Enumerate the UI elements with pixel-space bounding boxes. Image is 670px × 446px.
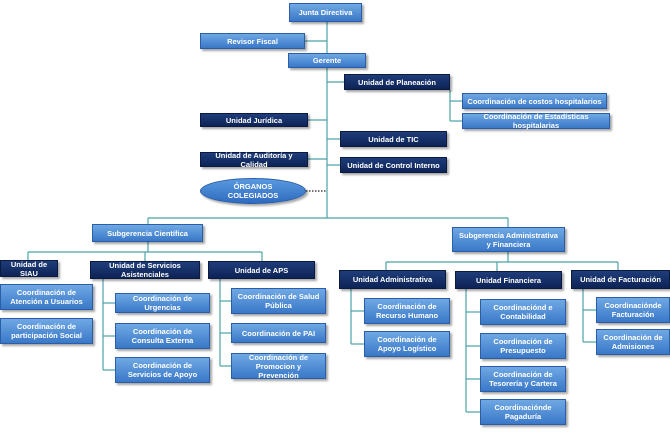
unidad-siau-box: Unidad de SIAU bbox=[0, 260, 58, 278]
unidad-planeacion-box: Unidad de Planeación bbox=[344, 74, 450, 90]
coord-tesoreria-box: Coordinación de Tesorería y Cartera bbox=[480, 366, 566, 392]
coord-contabilidad-box: Coordinaciónd e Contabilidad bbox=[480, 299, 566, 325]
coord-estadisticas-box: Coordinación de Estadísticas hospitalari… bbox=[462, 112, 610, 130]
coord-pagaduria-box: Coordinaciónde Pagaduría bbox=[480, 399, 566, 425]
coord-pai-box: Coordinación de PAI bbox=[231, 323, 326, 343]
coord-recurso-humano-box: Coordinación de Recurso Humano bbox=[364, 298, 450, 324]
unidad-financiera-box: Unidad Financiera bbox=[455, 271, 562, 289]
subgerencia-cientifica-box: Subgerencia Científica bbox=[92, 224, 203, 242]
coord-salud-publica-box: Coordinación de Salud Pública bbox=[231, 288, 326, 314]
unidad-servicios-asistenciales-box: Unidad de Servicios Asistenciales bbox=[90, 261, 200, 279]
gerente-box: Gerente bbox=[288, 53, 366, 68]
coord-facturacion-box: Coordinaciónde Facturación bbox=[596, 297, 670, 323]
coord-servicios-apoyo-box: Coordinación de Servicios de Apoyo bbox=[115, 357, 210, 383]
coord-costos-box: Coordinación de costos hospitalarios bbox=[462, 93, 607, 109]
revisor-fiscal-box: Revisor Fiscal bbox=[200, 33, 305, 49]
coord-presupuesto-box: Coordinación de Presupuesto bbox=[480, 333, 566, 359]
coord-urgencias-box: Coordinación de Urgencias bbox=[115, 293, 210, 313]
coord-consulta-box: Coordinación de Consulta Externa bbox=[115, 323, 210, 349]
coord-atencion-box: Coordinación de Atención a Usuarios bbox=[0, 284, 93, 310]
unidad-facturacion-box: Unidad de Facturación bbox=[571, 270, 670, 289]
unidad-aps-box: Unidad de APS bbox=[208, 261, 315, 279]
unidad-administrativa-box: Unidad Administrativa bbox=[339, 270, 446, 289]
junta-directiva-box: Junta Directiva bbox=[289, 3, 362, 22]
coord-admisiones-box: Coordinación de Admisiones bbox=[596, 329, 670, 355]
coord-participacion-box: Coordinación de participación Social bbox=[0, 318, 93, 344]
unidad-control-box: Unidad de Control Interno bbox=[340, 157, 447, 173]
organos-colegiados-ellipse: ÓRGANOS COLEGIADOS bbox=[200, 178, 306, 204]
coord-promocion-box: Coordinación de Promocion y Prevención bbox=[231, 353, 326, 380]
unidad-tic-box: Unidad de TIC bbox=[340, 131, 447, 147]
subgerencia-administrativa-box: Subgerencia Administrativa y Financiera bbox=[452, 227, 565, 252]
unidad-juridica-box: Unidad Jurídica bbox=[200, 113, 308, 127]
coord-apoyo-logistico-box: Coordinación de Apoyo Logístico bbox=[364, 331, 450, 357]
unidad-auditoria-box: Unidad de Auditoría y Calidad bbox=[200, 151, 308, 169]
